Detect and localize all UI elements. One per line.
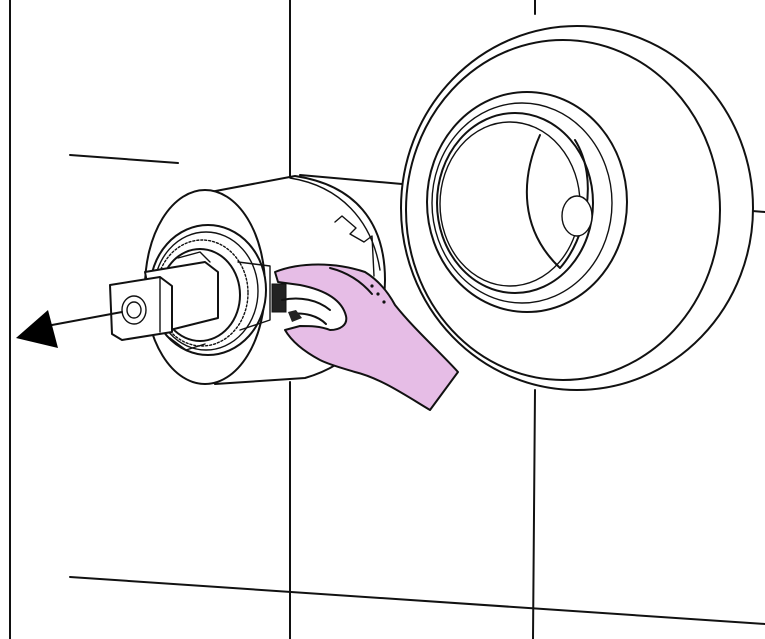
sleeve-notch [334, 215, 375, 277]
arrow-left-icon [51, 311, 123, 326]
arrow-head [16, 310, 58, 348]
tile-joint-upper-horizontal-mid [299, 174, 403, 185]
tile-joint-lower-horizontal [69, 576, 765, 625]
rosette-bore [436, 112, 594, 294]
hand-thumb-line [329, 267, 373, 295]
cartridge-side-band [237, 261, 271, 331]
thermostatic-cartridge [109, 224, 287, 356]
rosette-collar-inner [431, 102, 613, 304]
hand-finger-line-1 [281, 297, 331, 311]
fingertip-shadow [288, 310, 302, 322]
knuckle-mark-2 [376, 292, 380, 296]
tile-joint-upper-horizontal-left [69, 154, 179, 164]
sleeve-rear-edge [289, 177, 381, 271]
hand [274, 263, 459, 411]
knuckle-mark-1 [370, 284, 374, 288]
tile-wall [9, 0, 765, 639]
pull-out-arrow [16, 310, 123, 348]
tile-joint-right-vertical-bottom [532, 389, 536, 639]
cartridge-bottom-tab [169, 337, 206, 351]
escutcheon-rosette [400, 25, 754, 391]
cartridge-top-tab [177, 251, 211, 263]
knuckle-mark-3 [382, 300, 386, 304]
cartridge-clip [271, 283, 287, 313]
bore-pin-hole [561, 195, 593, 237]
spindle-bore-inner [126, 301, 142, 319]
bore-internal-wall [525, 134, 589, 269]
hand-icon [274, 263, 459, 411]
